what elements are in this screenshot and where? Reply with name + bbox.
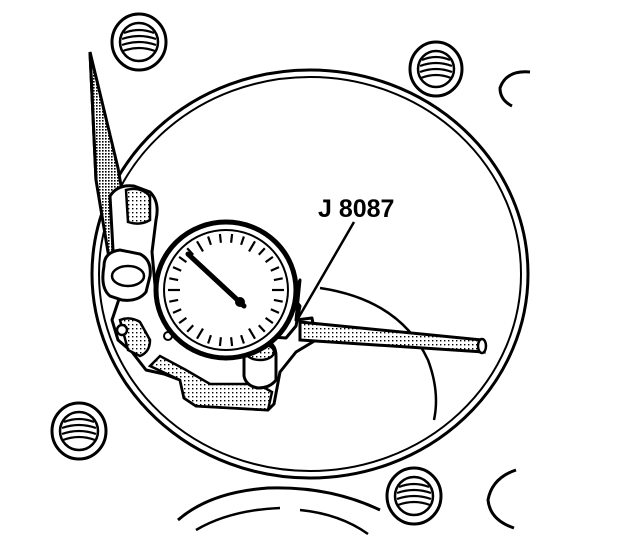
dial-tick	[196, 328, 204, 340]
dial-tick	[240, 236, 245, 246]
bolt-hole-bottom-left	[50, 401, 108, 461]
cylinder-bore-inner-wall	[98, 76, 522, 472]
dial-tick	[248, 328, 256, 340]
dial-tick	[207, 236, 212, 246]
dial-tick	[169, 277, 179, 282]
dial-tick	[172, 308, 182, 314]
dial-tick	[270, 308, 280, 314]
dial-tick-marks	[168, 233, 284, 347]
cylinder-bore-outer-wall	[90, 68, 530, 480]
dial-tick	[248, 240, 256, 252]
dial-tick	[230, 337, 234, 347]
gauge-extension-rod	[298, 320, 488, 355]
dial-tick	[196, 240, 204, 252]
dial-tick	[207, 334, 212, 344]
adjacent-bore-arc-bottom-right	[486, 468, 517, 530]
dial-tick	[264, 256, 274, 263]
dial-tick	[240, 334, 245, 344]
piston-top-arc	[319, 286, 438, 421]
adjacent-bore-arc-bottom-a	[177, 486, 381, 522]
bolt-hole-top-left	[110, 12, 168, 72]
dial-tick	[218, 233, 222, 243]
callout-leader-line	[294, 221, 356, 323]
dial-tick	[178, 256, 188, 263]
dial-tick	[172, 266, 182, 272]
dial-tick	[273, 298, 283, 303]
callout: J 8087	[294, 195, 394, 323]
dial-tick	[270, 266, 280, 272]
dial-tick	[186, 247, 195, 256]
bolt-hole-bottom-right	[385, 466, 443, 526]
dial-tick	[218, 337, 222, 347]
dial-indicator	[153, 219, 299, 361]
dial-tick	[178, 317, 188, 324]
adjacent-bore-arc-bottom-b	[195, 506, 281, 532]
dial-tick	[230, 233, 234, 243]
dial-tick	[186, 324, 195, 333]
dial-tick	[169, 298, 179, 303]
dial-needle	[185, 251, 247, 309]
adjacent-bore-arc-top-right	[498, 70, 531, 108]
bolt-hole-top-right	[408, 40, 464, 98]
dial-tick	[273, 277, 283, 282]
dial-tick	[264, 317, 274, 324]
adjacent-bore-arc-bottom-c	[299, 508, 369, 536]
callout-label: J 8087	[318, 195, 394, 223]
dial-tick	[257, 324, 266, 333]
dial-tick	[257, 247, 266, 256]
